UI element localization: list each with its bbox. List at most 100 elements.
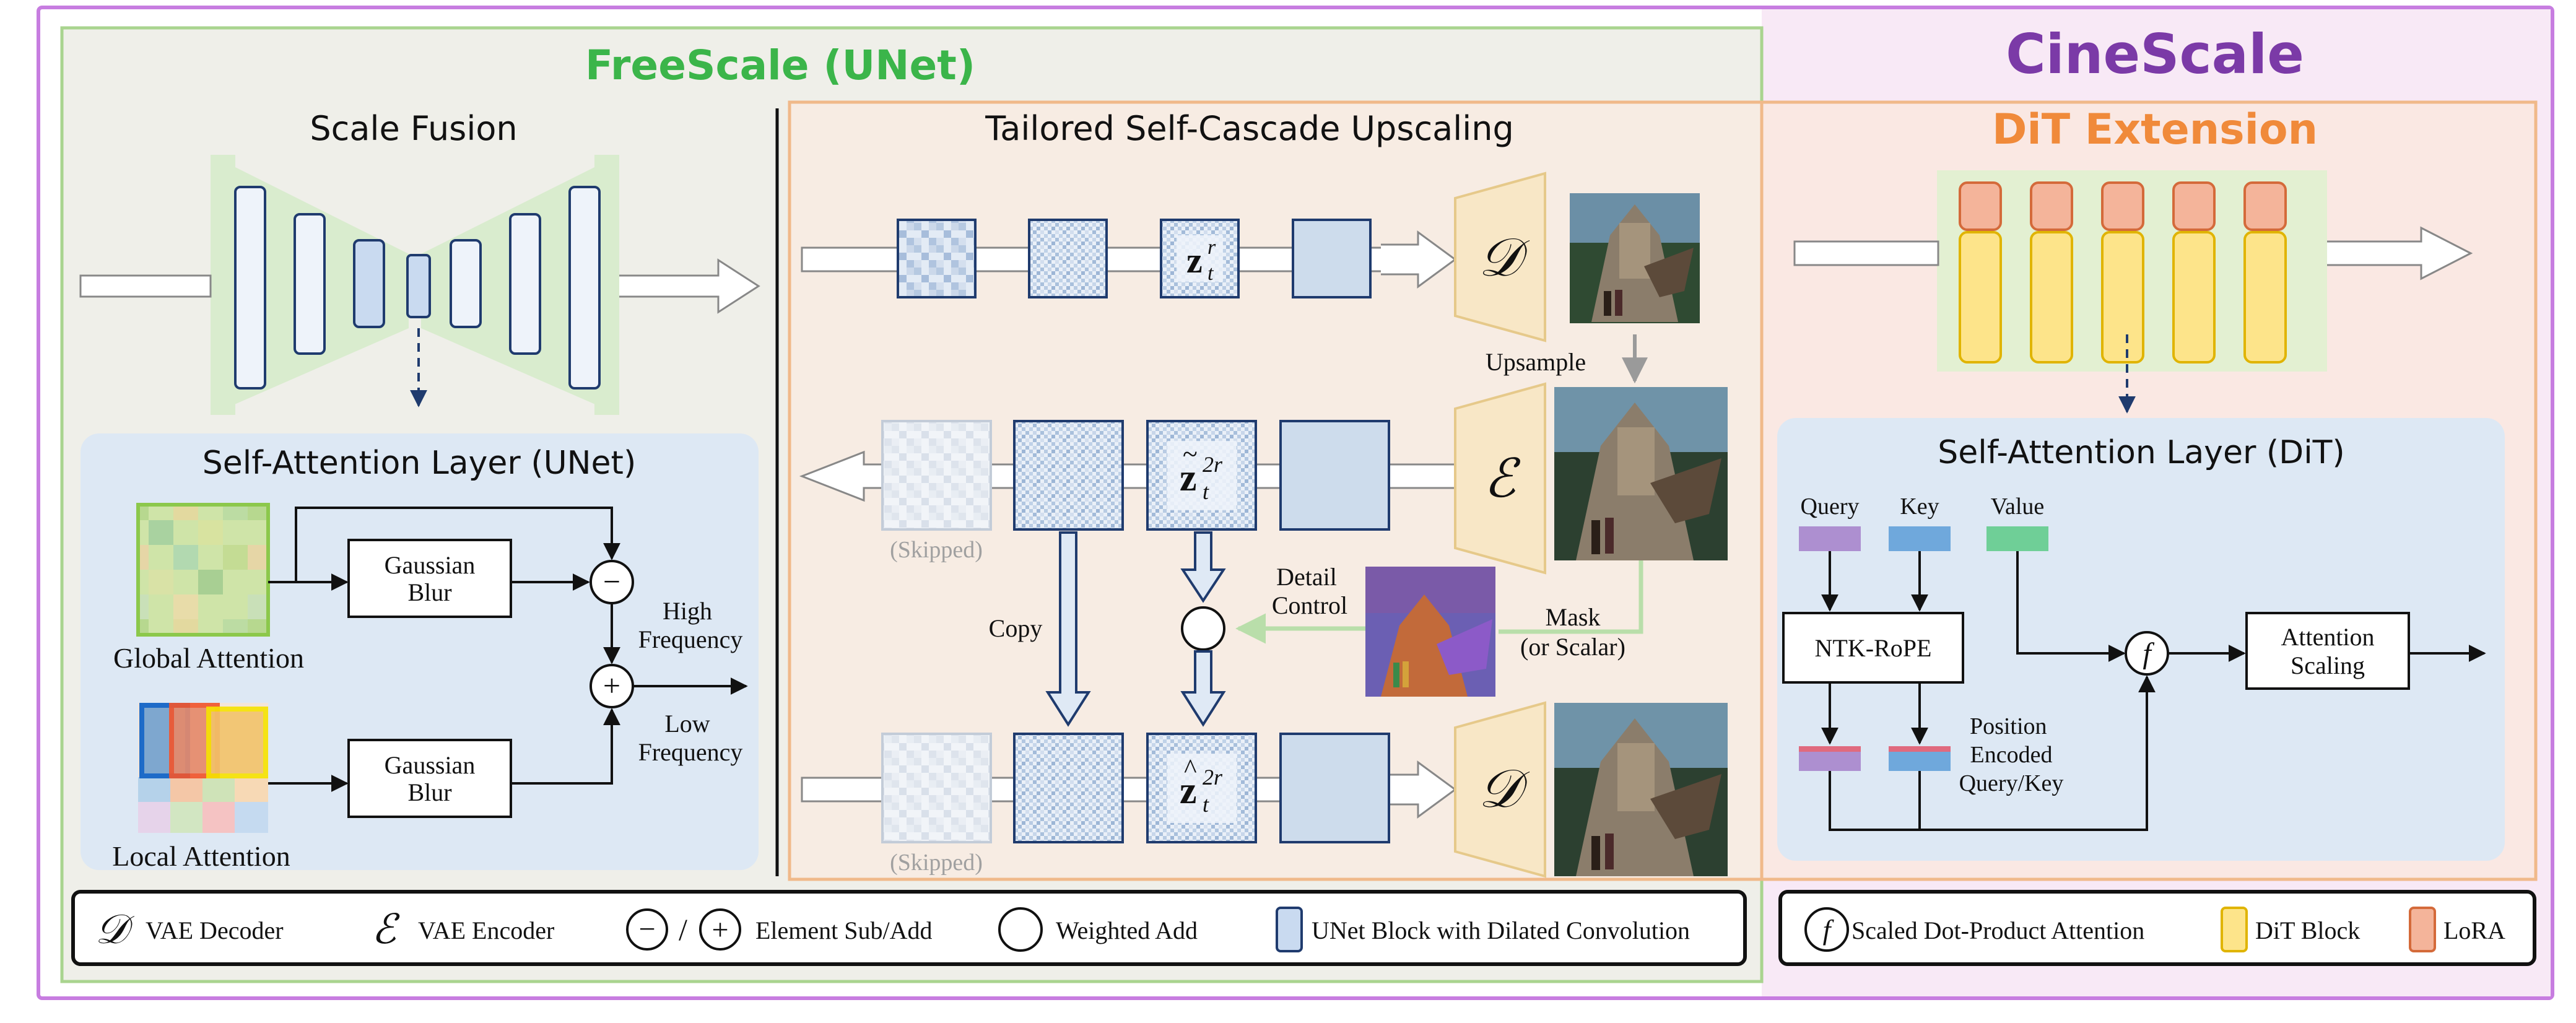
row3-z-symbol: z	[1180, 770, 1197, 812]
pe-key-stripe	[1889, 746, 1951, 752]
scale-fusion-arrows	[268, 507, 748, 792]
dit-extension-title: DiT Extension	[1992, 105, 2318, 154]
legend-scaled-dot-product: Scaled Dot-Product Attention	[1852, 916, 2144, 944]
decoder-bottom	[1454, 701, 1546, 878]
lora-block	[2101, 181, 2144, 231]
legend-encoder-symbol: ℰ	[372, 907, 400, 952]
dit-block	[1959, 231, 2002, 363]
dit-block	[2101, 231, 2144, 363]
legend-left	[71, 890, 1747, 966]
high-frequency-label: High Frequency	[638, 597, 743, 653]
lora-block	[1959, 181, 2002, 231]
ntk-rope-box	[1782, 612, 1964, 684]
attention-scaling-box	[2245, 612, 2410, 690]
dit-block	[2172, 231, 2216, 363]
global-attention-map	[136, 503, 270, 637]
key-token	[1889, 526, 1951, 551]
legend-vae-encoder: VAE Encoder	[418, 916, 554, 944]
query-label: Query	[1801, 494, 1860, 520]
local-attention-label: Local Attention	[112, 840, 290, 872]
low-frequency-label: Low Frequency	[638, 710, 743, 766]
legend-add-symbol: +	[711, 913, 728, 946]
local-attention-map	[138, 703, 268, 833]
dit-pipe-left	[1793, 240, 1939, 266]
legend-add-op	[699, 908, 741, 951]
legend-dit-block: DiT Block	[2255, 916, 2360, 944]
value-label: Value	[1991, 494, 2045, 520]
pe-query-stripe	[1799, 746, 1861, 752]
row3-latent-z-bg	[1167, 754, 1237, 823]
unet-block	[509, 213, 541, 355]
legend-weighted-add-op	[998, 907, 1043, 952]
value-token	[1986, 526, 2048, 551]
query-token	[1799, 526, 1861, 551]
gaussian-blur-bottom	[347, 739, 512, 818]
lora-block	[2030, 181, 2073, 231]
dit-block	[2243, 231, 2287, 363]
legend-unet-block: UNet Block with Dilated Convolution	[1312, 916, 1690, 944]
scale-fusion-title: Scale Fusion	[310, 109, 517, 148]
detail-control-image	[1365, 567, 1495, 697]
decoder-top	[1454, 172, 1546, 342]
legend-lora-swatch	[2409, 907, 2436, 952]
unet-block	[294, 213, 326, 355]
legend-right	[1778, 890, 2536, 966]
legend-weighted-add: Weighted Add	[1056, 916, 1198, 944]
row1-z-sup: r	[1208, 236, 1216, 259]
key-label: Key	[1900, 494, 1939, 520]
row2-noise	[1013, 420, 1124, 531]
dit-blocks	[1959, 181, 2287, 363]
legend-unet-block-swatch	[1276, 907, 1303, 952]
encoder-symbol: ℰ	[1484, 449, 1521, 508]
row2-z-tilde: ~	[1183, 439, 1198, 469]
row1-z-symbol: z	[1186, 240, 1203, 281]
encoder	[1454, 382, 1546, 575]
detail-control-label: Detail Control	[1272, 563, 1347, 619]
castle-image-top	[1570, 193, 1700, 323]
ntk-rope-label: NTK-RoPE	[1815, 634, 1932, 662]
row3-z-sup: 2r	[1203, 765, 1223, 790]
row3-z-sub: t	[1203, 792, 1209, 817]
dit-block	[2030, 231, 2073, 363]
row1-noise-b	[1028, 219, 1108, 298]
legend-vae-decoder: VAE Decoder	[146, 916, 284, 944]
dit-pipe-right	[2327, 226, 2473, 281]
legend-element-sub-add: Element Sub/Add	[755, 916, 933, 944]
mask-label: Mask	[1546, 603, 1601, 631]
cinescale-title: CineScale	[2006, 22, 2304, 86]
row2-z-sup: 2r	[1203, 452, 1223, 477]
dit-arrows	[1821, 551, 2486, 831]
row2-z-sub: t	[1203, 479, 1209, 504]
row1-block	[1292, 219, 1372, 298]
unet-block	[353, 239, 385, 328]
castle-image-mid	[1554, 387, 1728, 560]
row1-noise-a	[897, 219, 977, 298]
unet-block	[406, 254, 431, 318]
cascade-title: Tailored Self-Cascade Upscaling	[985, 109, 1514, 148]
row2-skipped-label: (Skipped)	[890, 537, 983, 563]
unet-block	[450, 239, 482, 328]
legend-sub-symbol: −	[638, 913, 655, 946]
row2-block	[1279, 420, 1390, 531]
sub-op-symbol: −	[603, 564, 620, 599]
row3-skipped-block	[881, 733, 992, 843]
add-op-symbol: +	[603, 668, 620, 703]
unet-block	[568, 186, 601, 390]
row3-noise	[1013, 733, 1124, 843]
row3-block	[1279, 733, 1390, 843]
mask-arrow	[1235, 560, 1643, 644]
cascade-hollow-arrows	[1045, 531, 1226, 727]
castle-image-bottom	[1554, 703, 1728, 876]
or-scalar-label: (or Scalar)	[1520, 633, 1625, 661]
gaussian-blur-top	[347, 539, 512, 618]
weighted-add-op	[1181, 606, 1225, 651]
global-attention-label: Global Attention	[113, 642, 304, 674]
lora-block	[2172, 181, 2216, 231]
row3-skipped-label: (Skipped)	[890, 850, 983, 876]
legend-f-op	[1804, 907, 1849, 952]
unet-block	[234, 186, 266, 390]
